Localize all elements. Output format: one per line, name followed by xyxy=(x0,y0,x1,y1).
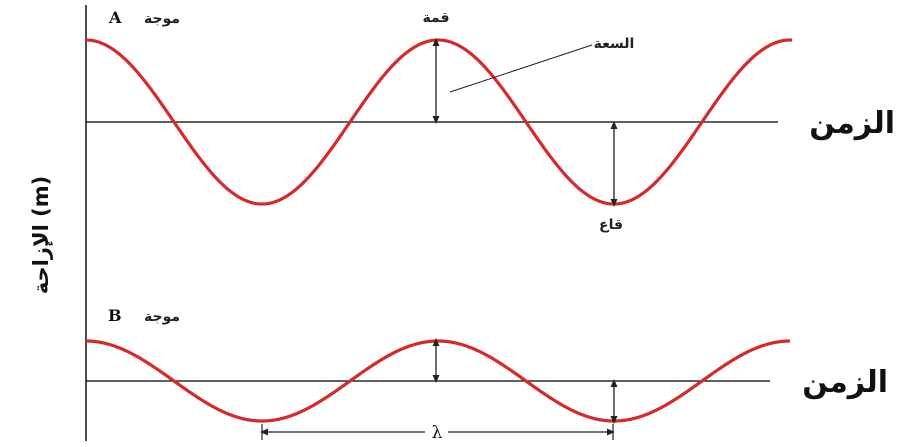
wave-a-label: موجة xyxy=(144,11,180,27)
amplitude-label: السعة xyxy=(594,36,635,52)
trough-label: قاع xyxy=(599,217,623,233)
wave-a-letter: A xyxy=(108,8,122,27)
wavelength-symbol: λ xyxy=(432,423,443,443)
crest-label: قمة xyxy=(422,10,449,26)
wave-b-letter: B xyxy=(108,306,122,325)
y-axis-label: الإزاحة (m) xyxy=(29,176,53,294)
wave-b-label: موجة xyxy=(144,309,180,325)
wave-b-time-label: الزمن xyxy=(802,365,888,400)
wave-a-time-label: الزمن xyxy=(809,106,895,141)
amplitude-leader-line xyxy=(449,44,593,93)
